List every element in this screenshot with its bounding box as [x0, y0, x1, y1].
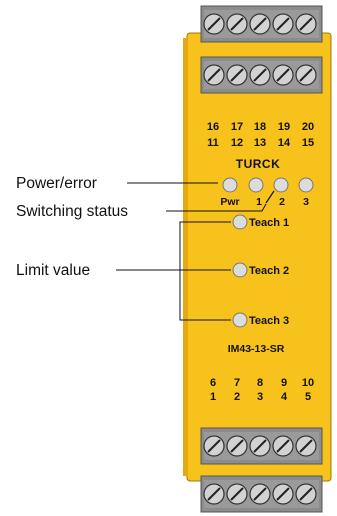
terminal-number: 8: [257, 377, 263, 389]
terminal-number: 16: [207, 121, 219, 133]
terminal-number: 10: [302, 377, 314, 389]
screw-slot: [276, 68, 290, 82]
terminal-number: 12: [231, 137, 243, 149]
screw-slot: [230, 17, 244, 31]
switching-status-label: Switching status: [16, 203, 128, 220]
terminal-number: 4: [281, 391, 288, 403]
terminal-number: 7: [234, 377, 240, 389]
teach-1-label: Teach 1: [249, 217, 289, 229]
screw-slot: [207, 68, 221, 82]
housing-side-edge: [183, 38, 188, 476]
top-terminal-numbers-row2: 11 12 13 14 15: [207, 137, 314, 149]
top-terminal-numbers-row1: 16 17 18 19 20: [207, 121, 314, 133]
top-terminal-block-lower: [200, 56, 323, 94]
led-label-3: 3: [303, 196, 309, 208]
teach-3-button[interactable]: [232, 312, 248, 328]
limit-value-label: Limit value: [16, 262, 90, 279]
teach-1-button[interactable]: [232, 214, 248, 230]
led-pwr: [222, 177, 238, 193]
screw-slot: [276, 17, 290, 31]
terminal-number: 13: [254, 137, 266, 149]
terminal-number: 15: [302, 137, 314, 149]
screw-slot: [299, 439, 313, 453]
teach-2-label: Teach 2: [249, 265, 289, 277]
screw-slot: [299, 487, 313, 501]
led-divider-slash: [265, 190, 275, 204]
terminal-number: 5: [305, 391, 311, 403]
top-terminal-block-upper: [200, 5, 323, 43]
screw-slot: [230, 487, 244, 501]
led-3: [298, 177, 314, 193]
terminal-number: 20: [302, 121, 314, 133]
power-error-label: Power/error: [16, 175, 97, 192]
led-1: [248, 177, 264, 193]
screw-slot: [207, 439, 221, 453]
screw-slot: [253, 17, 267, 31]
terminal-number: 6: [210, 377, 216, 389]
led-2: [273, 177, 289, 193]
led-label-pwr: Pwr: [220, 196, 239, 208]
switching-status-pointer: [194, 203, 267, 212]
terminal-number: 14: [278, 137, 291, 149]
teach-2-button[interactable]: [232, 262, 248, 278]
brand-logo: TURCK: [236, 157, 281, 171]
screw-slot: [207, 17, 221, 31]
bottom-terminal-block-upper: [200, 427, 323, 465]
teach-3-label: Teach 3: [249, 315, 289, 327]
terminal-number: 19: [278, 121, 290, 133]
terminal-number: 17: [231, 121, 243, 133]
screw-slot: [276, 439, 290, 453]
terminal-number: 9: [281, 377, 287, 389]
screw-slot: [207, 487, 221, 501]
terminal-number: 18: [254, 121, 266, 133]
led-label-1: 1: [256, 196, 262, 208]
screw-slot: [299, 17, 313, 31]
terminal-number: 1: [210, 391, 216, 403]
screw-slot: [230, 439, 244, 453]
terminal-number: 11: [207, 137, 219, 149]
module-housing: [186, 32, 332, 482]
bottom-terminal-numbers-row2: 1 2 3 4 5: [210, 391, 311, 403]
screw-slot: [276, 487, 290, 501]
screw-slot: [230, 68, 244, 82]
led-label-2: 2: [279, 196, 285, 208]
bottom-terminal-numbers-row1: 6 7 8 9 10: [210, 377, 314, 389]
limit-value-bracket: [179, 221, 231, 321]
bottom-terminal-block-lower: [200, 475, 323, 513]
terminal-number: 3: [257, 391, 263, 403]
terminal-number: 2: [234, 391, 240, 403]
model-label: IM43-13-SR: [228, 343, 285, 355]
screw-slot: [299, 68, 313, 82]
screw-slot: [253, 68, 267, 82]
screw-slot: [253, 439, 267, 453]
screw-slot: [253, 487, 267, 501]
